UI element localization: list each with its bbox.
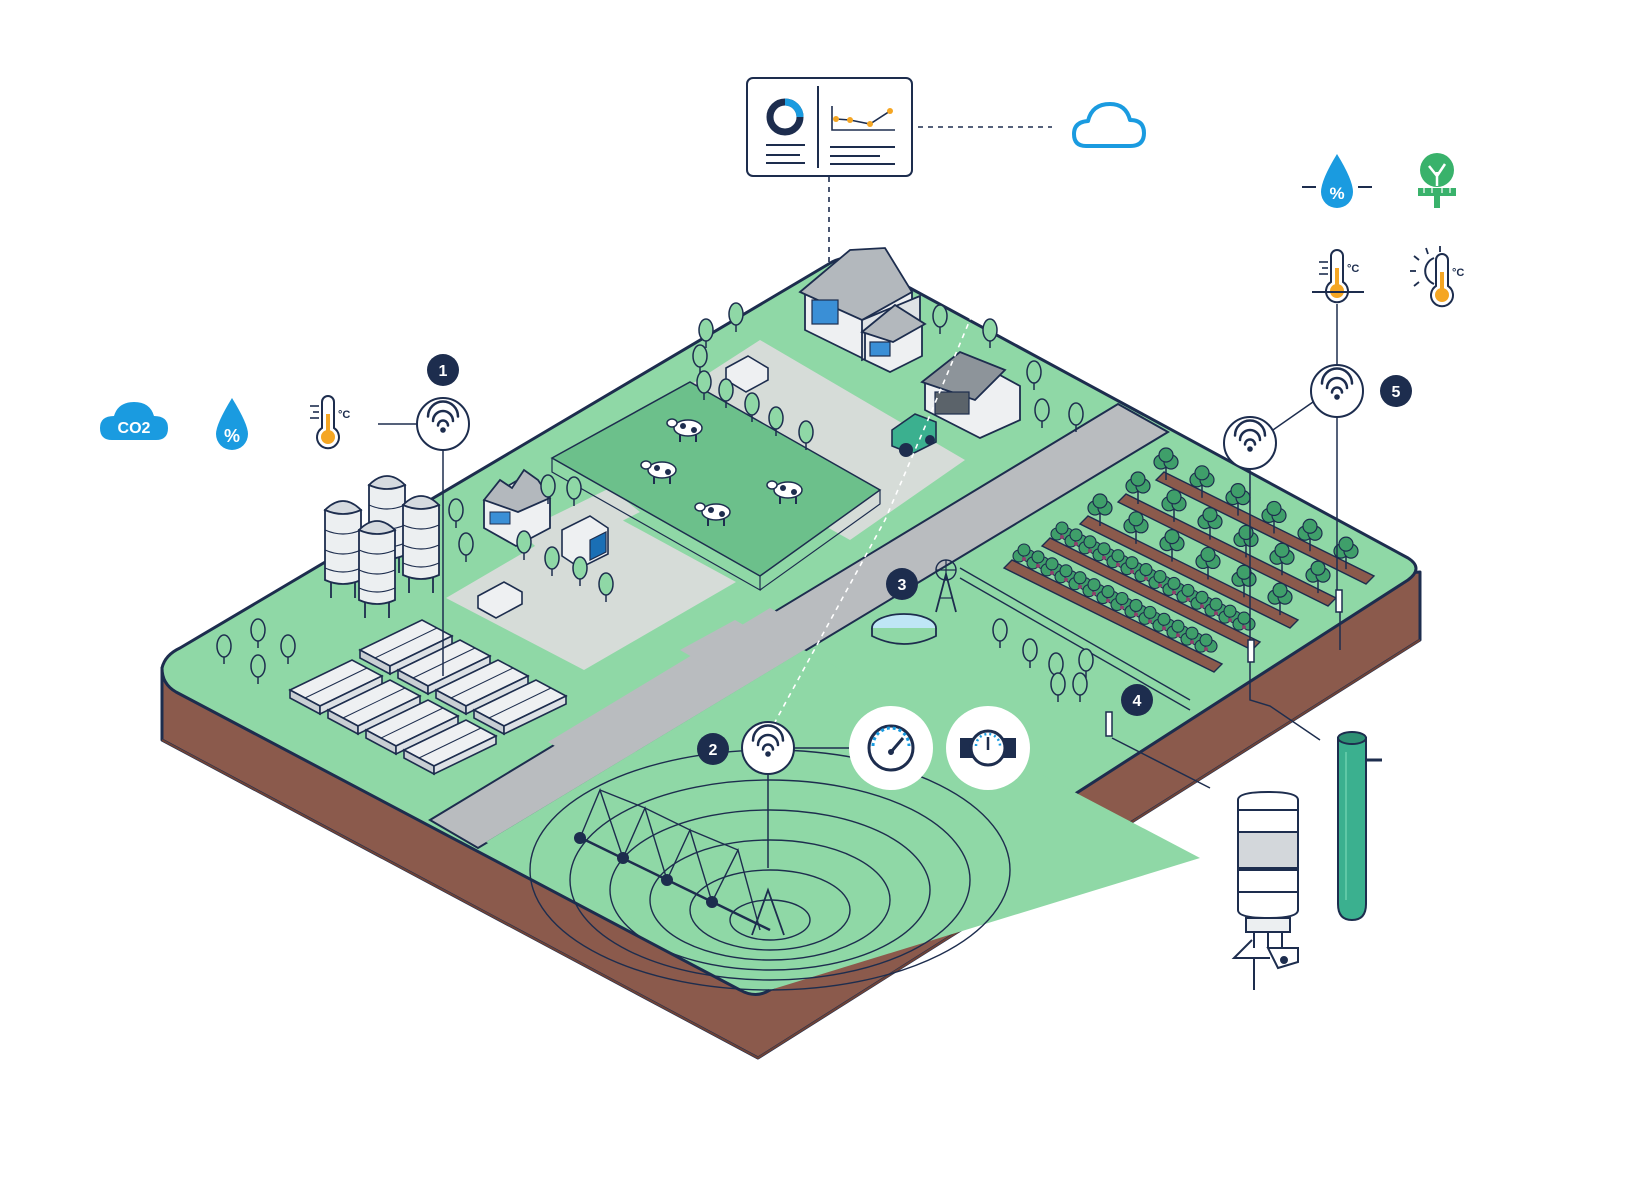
co2-label: CO2 (118, 420, 151, 437)
farm-house (798, 247, 927, 374)
node-badge-label: 3 (898, 577, 907, 594)
soil-temperature-unit: °C (1347, 263, 1359, 275)
vehicles (477, 355, 937, 619)
cloud-icon (1072, 102, 1146, 148)
windmill (935, 559, 957, 613)
air-temperature-unit: °C (1452, 267, 1464, 279)
dashboard-icon (746, 77, 913, 177)
node-badge-5: 5 (1380, 375, 1412, 407)
soil-moisture-probe (1337, 731, 1382, 922)
soil-moisture-drop-icon: % (1302, 154, 1372, 208)
node-badge-1: 1 (427, 354, 459, 386)
wireless-icon (416, 397, 470, 451)
humidity-label: % (224, 426, 240, 446)
data-links (774, 126, 1052, 723)
weather-station-sensor (1231, 790, 1299, 990)
wireless-icon (1310, 364, 1364, 418)
field-sensor-posts (1105, 589, 1343, 737)
wireless-icon (741, 721, 795, 775)
cow-pasture (550, 381, 882, 592)
co2-cloud-icon: CO2 (100, 402, 168, 440)
temperature-unit: °C (338, 409, 350, 421)
orchard (959, 447, 1380, 711)
node-badge-label: 1 (439, 363, 448, 380)
sun-thermometer-icon: °C (1410, 246, 1464, 308)
road (428, 402, 1170, 850)
thermometer-icon: °C (310, 395, 350, 450)
node-badge-4: 4 (1121, 684, 1153, 716)
connection-lines (378, 304, 1341, 868)
humidity-drop-icon: % (216, 398, 248, 450)
barn (920, 350, 1021, 439)
node-badge-3: 3 (886, 568, 918, 600)
node-badge-label: 4 (1133, 693, 1142, 710)
pressure-gauge-icon (849, 706, 933, 790)
wireless-icon (1223, 416, 1277, 470)
processing-building (482, 468, 552, 548)
irrigation-field (486, 650, 1200, 991)
water-tank (871, 613, 937, 645)
node-badge-label: 5 (1392, 384, 1401, 401)
soil-thermometer-icon: °C (1312, 249, 1364, 304)
node-badge-2: 2 (697, 733, 729, 765)
node-badge-label: 2 (709, 742, 718, 759)
plant-growth-icon (1418, 153, 1456, 208)
water-flow-meter-icon (946, 706, 1030, 790)
soil-moisture-label: % (1329, 184, 1344, 203)
